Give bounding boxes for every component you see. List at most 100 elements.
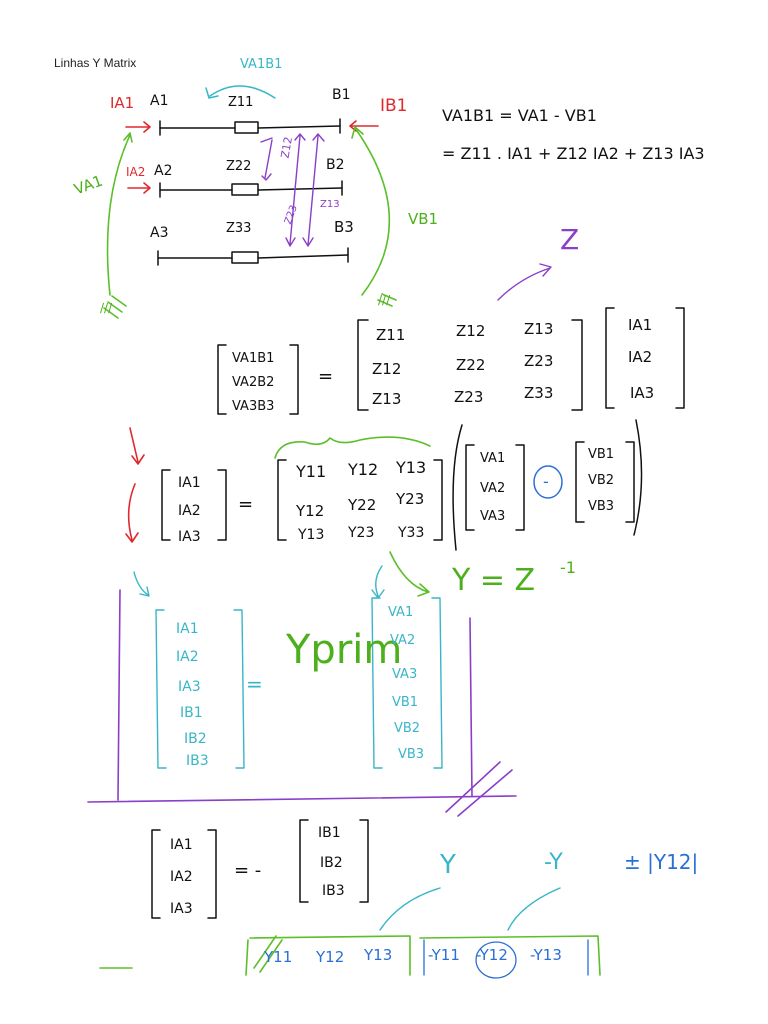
matrix-cell: VA3	[480, 509, 506, 524]
matrix-cell: VA2	[390, 633, 416, 648]
equals-sign: =	[238, 494, 254, 515]
ground-mark-left: ///	[100, 301, 113, 315]
matrix-cell: Z22	[456, 356, 486, 374]
voltage-label-va1b1: VA1B1	[240, 57, 283, 72]
matrix-cell: Y13	[396, 458, 427, 477]
matrix-cell: Y11	[296, 462, 327, 481]
matrix-cell: VB1	[588, 447, 615, 462]
matrix-cell: Y13	[364, 946, 393, 964]
matrix-cell: VB1	[392, 695, 419, 710]
bottom-blue-box	[423, 939, 589, 979]
matrix-cell: Z12	[372, 360, 402, 378]
yprim-symbol: Yprim	[286, 627, 403, 673]
matrix-cell: Y22	[348, 496, 377, 514]
matrix-cell: IA1	[176, 621, 199, 637]
matrix-cell: VA2B2	[232, 375, 275, 390]
matrix-cell: VB2	[394, 721, 421, 736]
cyan-arc-arrow	[205, 85, 276, 99]
matrix-cell: VB2	[588, 473, 615, 488]
node-label-b3: B3	[334, 218, 354, 236]
line-a1-b1	[159, 118, 341, 136]
matrix-cell: Y12	[348, 460, 379, 479]
negative-admittance-symbol: -Y	[544, 850, 563, 875]
node-label-a2: A2	[154, 163, 173, 179]
equals-sign: =	[246, 672, 263, 696]
impedance-label-z22: Z22	[226, 159, 252, 174]
green-brace	[274, 436, 431, 597]
matrix-cell: Z23	[454, 388, 484, 406]
matrix-cell: IA2	[628, 348, 653, 366]
purple-coupling-arrows	[260, 133, 552, 301]
matrix-cell: Z13	[524, 320, 554, 338]
matrix-cell: -Y12	[476, 946, 508, 964]
matrix-cell: VB3	[398, 747, 425, 762]
matrix-cell: VB3	[588, 499, 615, 514]
node-label-a3: A3	[150, 225, 169, 241]
matrix-cell: Y13	[298, 527, 325, 543]
current-label-ia2: IA2	[126, 165, 146, 179]
matrix-cell: -Y13	[530, 946, 562, 964]
impedance-label-z33: Z33	[226, 221, 252, 236]
matrix-cell: IB3	[322, 883, 345, 899]
matrix-cell: IA2	[178, 503, 201, 519]
impedance-label-z12: Z12	[278, 135, 296, 160]
matrix-cell: -Y11	[428, 946, 460, 964]
matrix-cell: IB1	[180, 705, 203, 721]
admittance-definition: Y = Z	[452, 563, 536, 598]
green-voltage-arrows	[103, 126, 397, 319]
matrix-cell: Z13	[372, 390, 402, 408]
matrix-cell: VA2	[480, 481, 506, 496]
minus-circle	[533, 465, 563, 499]
matrix-cell: IA3	[178, 529, 201, 545]
matrix-cell: IA3	[630, 384, 655, 402]
impedance-matrix-symbol: Z	[560, 223, 580, 256]
matrix-cell: VA1B1	[232, 351, 275, 366]
matrix-cell: IA1	[628, 316, 653, 334]
matrix1-brackets	[217, 307, 685, 415]
matrix-cell: IA1	[178, 475, 201, 491]
matrix-cell: IA2	[176, 649, 199, 665]
matrix-cell: Z23	[524, 352, 554, 370]
bottom-cyan-lines	[379, 887, 561, 931]
ground-mark-right: ///	[378, 293, 391, 307]
impedance-label-z13: Z13	[320, 199, 340, 210]
matrix-cell: Y12	[296, 502, 325, 520]
cyan-small-arrows	[133, 565, 385, 599]
matrix-cell: Y11	[264, 948, 293, 966]
matrix-cell: IB2	[320, 855, 343, 871]
node-label-a1: A1	[150, 93, 169, 109]
line-a2-b2	[159, 180, 343, 198]
equation-impedance-sum: = Z11 . IA1 + Z12 IA2 + Z13 IA3	[442, 144, 705, 163]
node-label-b1: B1	[332, 87, 351, 103]
current-label-ib1: IB1	[380, 96, 408, 116]
voltage-label-vb1: VB1	[408, 210, 439, 228]
equation-voltage-difference: VA1B1 = VA1 - VB1	[442, 106, 597, 125]
line-a3-b3	[157, 247, 349, 266]
matrix-cell: VA3	[392, 667, 418, 682]
purple-box	[87, 589, 517, 817]
impedance-label-z11: Z11	[228, 95, 254, 110]
matrix-cell: VA3B3	[232, 399, 275, 414]
plus-minus-y12: ± |Y12|	[624, 850, 699, 874]
matrix-cell: IA2	[170, 869, 193, 885]
matrix-cell: VA1	[388, 605, 414, 620]
matrix-cell: Z33	[524, 384, 554, 402]
matrix-cell: IB1	[318, 825, 341, 841]
matrix-cell: Z11	[376, 326, 406, 344]
matrix-cell: IA3	[170, 901, 193, 917]
equals-sign: =	[318, 366, 334, 387]
matrix-cell: Y12	[316, 948, 345, 966]
current-label-ia1: IA1	[110, 94, 135, 112]
matrix3-brackets	[155, 597, 443, 769]
matrix-cell: IA3	[178, 679, 201, 695]
matrix-cell: IB3	[186, 753, 209, 769]
matrix2-brackets	[161, 419, 643, 551]
matrix-cell: Z12	[456, 322, 486, 340]
matrix4-brackets	[151, 819, 369, 919]
equals-minus-sign: = -	[234, 860, 262, 881]
node-label-b2: B2	[326, 157, 345, 173]
matrix-cell: Y23	[348, 525, 375, 541]
inverse-exponent: -1	[560, 558, 576, 577]
